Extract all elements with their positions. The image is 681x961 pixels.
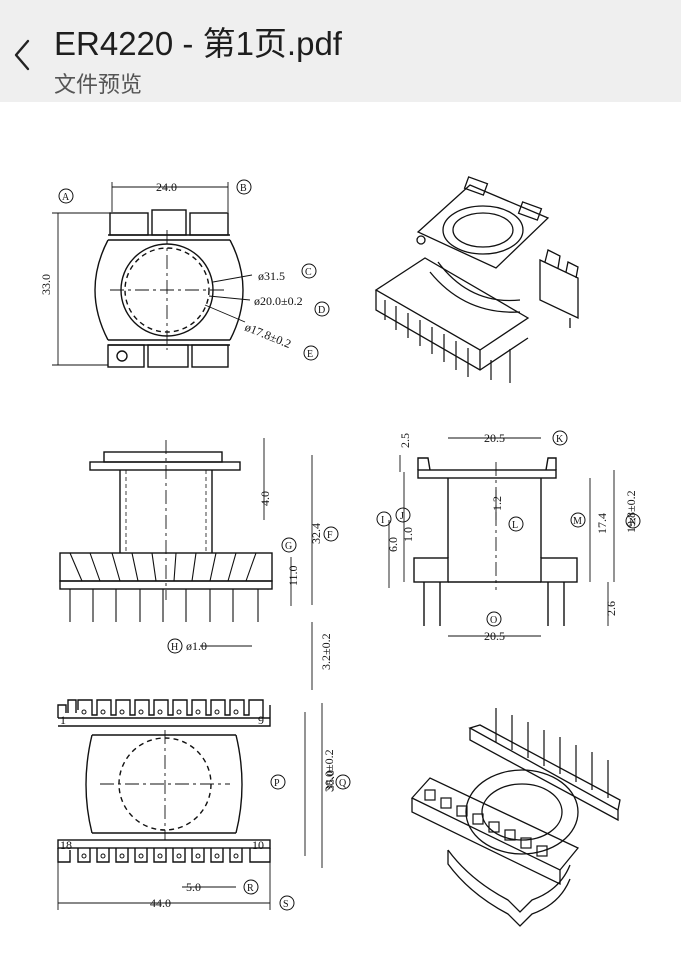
svg-text:A: A [62, 192, 70, 203]
dim-20-5-top: 20.5 [484, 431, 505, 445]
bottom-view-labels: 1 9 18 10 30.0±0.2 35.0 5.0 44.0 P Q R S [60, 713, 347, 910]
svg-text:P: P [274, 778, 280, 789]
svg-text:D: D [318, 305, 325, 316]
svg-text:B: B [240, 183, 247, 194]
svg-text:L: L [512, 520, 518, 531]
svg-text:C: C [305, 267, 312, 278]
svg-text:G: G [285, 541, 292, 552]
pdf-page-preview[interactable]: 24.0 33.0 ø31.5 ø20.0±0.2 ø17.8±0.2 A B … [0, 102, 681, 961]
dim-44: 44.0 [150, 896, 171, 910]
document-title: ER4220 - 第1页.pdf [54, 25, 342, 62]
svg-text:M: M [573, 516, 582, 527]
dia-e: ø17.8±0.2 [243, 320, 293, 351]
front-view-labels: 4.0 32.4 11.0 ø1.0 3.2±0.2 F G H [171, 491, 333, 670]
pin-10: 10 [252, 838, 264, 852]
front-view-drawing [59, 438, 339, 690]
chevron-left-icon [14, 39, 30, 71]
dim-1-0: 1.0 [401, 527, 415, 542]
dim-1-2: 1.2 [490, 496, 504, 511]
svg-text:F: F [327, 530, 333, 541]
dim-width: 24.0 [156, 180, 177, 194]
pin-1: 1 [60, 713, 66, 727]
svg-text:E: E [307, 349, 313, 360]
side-view-drawing [376, 430, 641, 637]
svg-text:O: O [490, 615, 497, 626]
svg-text:R: R [247, 883, 254, 894]
dim-4: 4.0 [258, 491, 272, 506]
iso-view-bottom [410, 708, 621, 927]
dim-pin: ø1.0 [186, 639, 207, 653]
document-subtitle: 文件预览 [54, 73, 143, 98]
dim-2-5: 2.5 [398, 433, 412, 448]
technical-drawing: 24.0 33.0 ø31.5 ø20.0±0.2 ø17.8±0.2 A B … [39, 176, 641, 927]
back-button[interactable] [0, 25, 44, 85]
svg-text:K: K [556, 434, 564, 445]
svg-text:I: I [381, 515, 384, 526]
dim-5: 5.0 [186, 880, 201, 894]
dim-30: 30.0±0.2 [322, 749, 336, 792]
iso-view-top [374, 176, 579, 383]
side-view-labels: 2.5 20.5 1.2 6.0 1.0 17.4 19.8±0.2 2.6 2… [381, 431, 638, 643]
dim-height: 33.0 [39, 274, 53, 295]
dim-2-6: 2.6 [604, 601, 618, 616]
svg-text:S: S [283, 899, 289, 910]
dim-17-4: 17.4 [595, 513, 609, 534]
bottom-view-drawing [57, 699, 351, 911]
dim-6-0: 6.0 [386, 537, 400, 552]
dim-35: 35.0 [323, 770, 337, 791]
dim-19-8: 19.8±0.2 [624, 490, 638, 533]
svg-text:Q: Q [339, 778, 347, 789]
dia-d: ø20.0±0.2 [254, 294, 303, 308]
svg-text:H: H [171, 642, 178, 653]
dim-20-5-bottom: 20.5 [484, 629, 505, 643]
dim-3-2: 3.2±0.2 [319, 633, 333, 670]
app-header: ER4220 - 第1页.pdf 文件预览 [0, 0, 681, 102]
svg-text:N: N [629, 517, 636, 528]
dia-c: ø31.5 [258, 269, 285, 283]
pin-18: 18 [60, 838, 72, 852]
svg-text:J: J [400, 511, 404, 522]
dim-11: 11.0 [286, 565, 300, 586]
pin-9: 9 [258, 713, 264, 727]
dim-32: 32.4 [309, 523, 323, 544]
top-view-drawing [52, 179, 330, 368]
